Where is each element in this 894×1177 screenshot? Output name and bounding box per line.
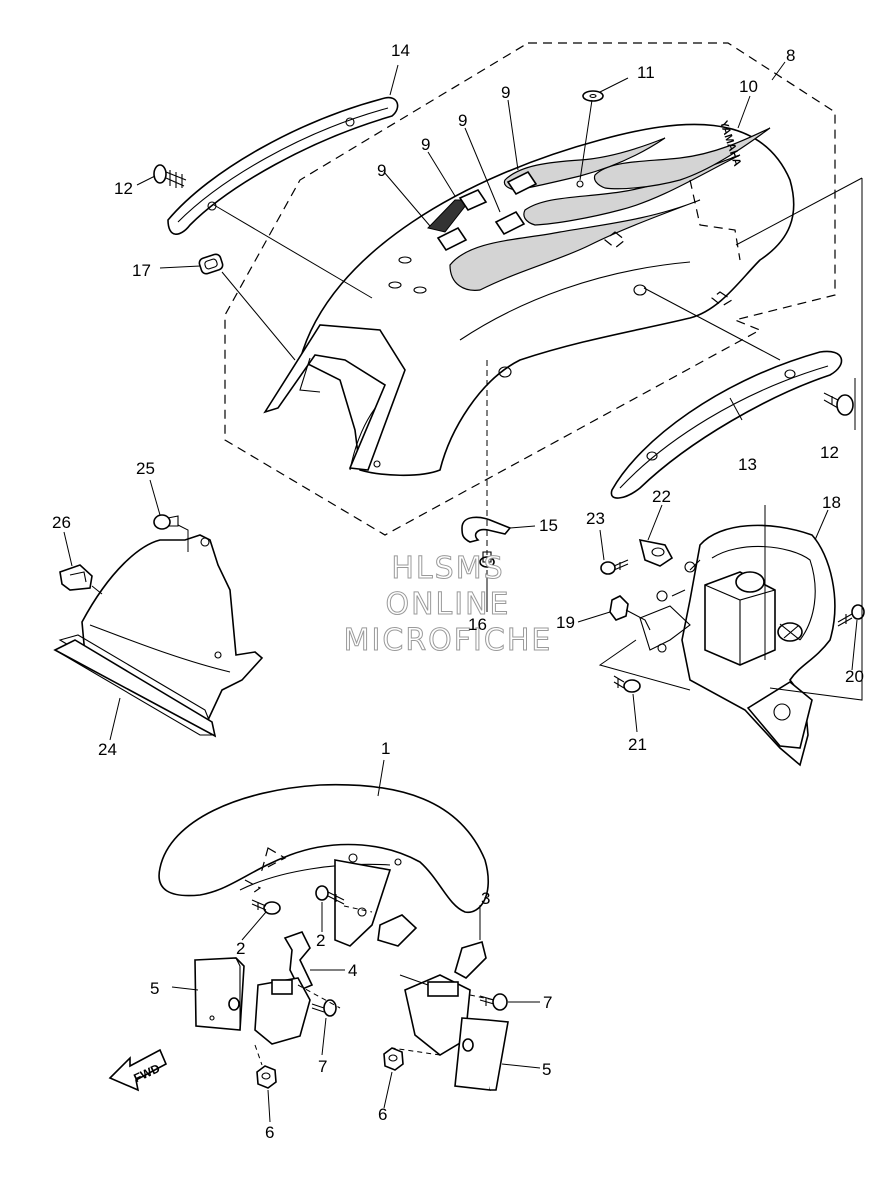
bolt-7-left bbox=[311, 999, 337, 1017]
side-rail-left bbox=[167, 96, 399, 235]
nut-small-right bbox=[462, 1038, 474, 1052]
callout-12-right: 12 bbox=[820, 443, 839, 462]
nut-small-left bbox=[228, 997, 240, 1011]
callout-18: 18 bbox=[822, 493, 841, 512]
side-rail-right bbox=[610, 350, 843, 499]
callout-16: 16 bbox=[468, 615, 487, 634]
callout-14: 14 bbox=[391, 41, 410, 60]
clamp-22 bbox=[638, 538, 674, 567]
callout-26: 26 bbox=[52, 513, 71, 532]
reflector-left-5 bbox=[194, 957, 245, 1031]
callout-9-d: 9 bbox=[377, 161, 386, 180]
bolt-2-right bbox=[315, 885, 345, 905]
stay-4 bbox=[254, 931, 314, 1045]
callout-7-left: 7 bbox=[318, 1057, 327, 1076]
rivet-25 bbox=[153, 514, 179, 530]
callout-8: 8 bbox=[786, 46, 795, 65]
screw-20 bbox=[837, 604, 865, 627]
forward-direction-arrow: FWD bbox=[108, 1048, 168, 1092]
nut-19 bbox=[609, 595, 651, 631]
sticker bbox=[494, 210, 526, 236]
sticker bbox=[436, 226, 468, 252]
clip-26 bbox=[59, 564, 93, 591]
callout-10: 10 bbox=[739, 77, 758, 96]
callout-11: 11 bbox=[637, 63, 655, 82]
taillight-bracket-18 bbox=[639, 524, 836, 767]
callout-23: 23 bbox=[586, 509, 605, 528]
callout-21: 21 bbox=[628, 735, 647, 754]
callout-17: 17 bbox=[132, 261, 151, 280]
clip-15 bbox=[461, 516, 512, 543]
nut-6-left bbox=[256, 1065, 277, 1089]
callout-6-right: 6 bbox=[378, 1105, 387, 1124]
callout-5-left: 5 bbox=[150, 979, 159, 998]
callout-22: 22 bbox=[652, 487, 671, 506]
screw-23 bbox=[600, 559, 629, 575]
rear-fender: YAMAHA bbox=[263, 119, 795, 477]
screw-16 bbox=[479, 551, 495, 568]
flame-graphic bbox=[449, 199, 701, 291]
bolt-2-left bbox=[251, 899, 281, 915]
callout-9-b: 9 bbox=[458, 111, 467, 130]
grommet-17 bbox=[198, 253, 224, 275]
sticker bbox=[458, 188, 488, 212]
washer-11 bbox=[582, 90, 604, 102]
nut-6-right bbox=[383, 1047, 404, 1071]
watermark-line-1: HLSMS bbox=[391, 551, 504, 586]
reflector-right-5 bbox=[454, 1017, 509, 1091]
callout-1: 1 bbox=[381, 739, 390, 758]
callout-7-right: 7 bbox=[543, 993, 552, 1012]
callout-12-left: 12 bbox=[114, 179, 133, 198]
watermark-line-3: MICROFICHE bbox=[344, 623, 553, 658]
callout-20: 20 bbox=[845, 667, 864, 686]
callout-2-left: 2 bbox=[236, 939, 245, 958]
callout-19: 19 bbox=[556, 613, 575, 632]
bolt-7-right bbox=[479, 993, 508, 1011]
callout-5-right: 5 bbox=[542, 1060, 551, 1079]
callout-6-left: 6 bbox=[265, 1123, 274, 1142]
sticker bbox=[506, 170, 538, 196]
callout-numbers: 14 8 11 10 9 9 9 9 12 17 12 13 25 22 18 … bbox=[52, 41, 864, 1142]
stay-3 bbox=[404, 940, 487, 1056]
callout-3: 3 bbox=[481, 889, 490, 908]
bolt-21 bbox=[613, 675, 641, 693]
callout-9-c: 9 bbox=[421, 135, 430, 154]
front-fender bbox=[158, 783, 490, 913]
callout-13: 13 bbox=[738, 455, 757, 474]
callout-25: 25 bbox=[136, 459, 155, 478]
bracket-center bbox=[334, 859, 418, 947]
callout-4: 4 bbox=[348, 961, 357, 980]
assembly-boundary-dashed bbox=[224, 42, 836, 536]
watermark: HLSMS ONLINE MICROFICHE bbox=[343, 551, 553, 659]
bolt-12-left bbox=[153, 164, 187, 188]
callout-15: 15 bbox=[539, 516, 558, 535]
watermark-line-2: ONLINE bbox=[385, 587, 510, 622]
callout-24: 24 bbox=[98, 740, 117, 759]
callout-9-a: 9 bbox=[501, 83, 510, 102]
bolt-12-right bbox=[823, 392, 854, 416]
leader-lines bbox=[63, 61, 863, 1123]
rear-flap-24 bbox=[53, 534, 264, 738]
callout-2-right: 2 bbox=[316, 931, 325, 950]
